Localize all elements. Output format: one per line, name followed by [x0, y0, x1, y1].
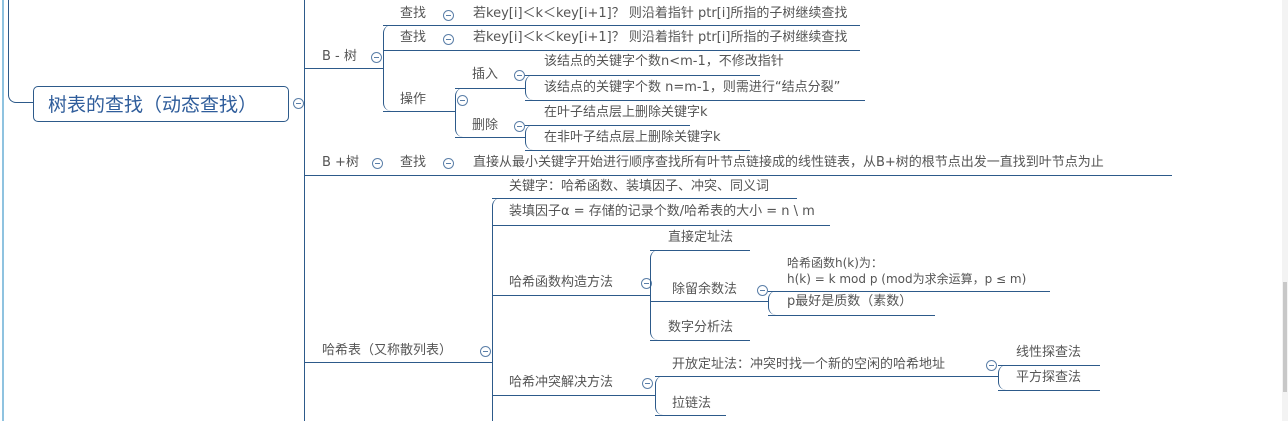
collapse-icon[interactable]	[986, 360, 997, 371]
hash-collision[interactable]: 哈希冲突解决方法	[509, 375, 614, 390]
construct-division[interactable]: 除留余数法	[672, 282, 738, 297]
connector	[650, 250, 750, 251]
connector	[768, 315, 935, 316]
construct-direct[interactable]: 直接定址法	[668, 230, 734, 245]
connector	[304, 68, 384, 69]
connector	[525, 100, 865, 101]
collapse-icon[interactable]	[514, 121, 525, 132]
division-note[interactable]: p最好是质数（素数）	[787, 294, 913, 309]
connector	[492, 198, 501, 421]
btree-operation[interactable]: 操作	[400, 92, 427, 107]
connector	[525, 75, 534, 100]
collapse-icon[interactable]	[757, 285, 768, 296]
connector	[998, 365, 1100, 366]
connector	[492, 225, 830, 226]
open-quadratic-probe[interactable]: 平方探查法	[1016, 370, 1082, 385]
connector	[455, 137, 525, 138]
connector	[768, 291, 777, 315]
construct-digit[interactable]: 数字分析法	[668, 320, 734, 335]
hash-construct[interactable]: 哈希函数构造方法	[509, 275, 614, 290]
connector	[492, 295, 650, 296]
collapse-icon[interactable]	[514, 70, 525, 81]
root-topic[interactable]: 树表的查找（动态查找）	[33, 86, 289, 122]
bplustree-search-detail[interactable]: 直接从最小关键字开始进行顺序查找所有叶节点链接成的线性链表，从B+树的根节点出发…	[473, 155, 1104, 170]
collapse-icon[interactable]	[372, 158, 383, 169]
delete-item[interactable]: 在非叶子结点层上删除关键字k	[544, 130, 721, 145]
connector	[492, 395, 655, 396]
connector	[383, 111, 455, 112]
collision-open[interactable]: 开放定址法：冲突时找一个新的空闲的哈希地址	[672, 357, 946, 372]
connector	[455, 88, 464, 137]
bplustree-search[interactable]: 查找	[400, 155, 427, 170]
collapse-icon[interactable]	[443, 158, 454, 169]
collapse-icon[interactable]	[641, 278, 652, 289]
hash-load-factor[interactable]: 装填因子α = 存储的记录个数/哈希表的大小 = n \ m	[509, 204, 815, 219]
connector	[304, 362, 492, 363]
connector	[383, 50, 860, 51]
connector	[525, 125, 690, 126]
connector	[8, 0, 9, 96]
connector	[650, 301, 768, 302]
bplustree-topic[interactable]: B +树	[322, 155, 359, 170]
btree-search2-detail[interactable]: 若key[i]＜k＜key[i+1]？ 则沿着指针 ptr[i]所指的子树继续查…	[473, 30, 848, 45]
connector	[304, 175, 1172, 176]
connector	[655, 376, 664, 415]
connector	[525, 125, 534, 150]
btree-delete[interactable]: 删除	[472, 118, 499, 133]
connector	[998, 390, 1100, 391]
connector	[8, 88, 21, 103]
main-trunk	[304, 0, 305, 421]
connector	[492, 198, 797, 199]
collapse-icon[interactable]	[371, 52, 382, 63]
collapse-icon[interactable]	[293, 98, 304, 109]
left-border	[2, 0, 4, 421]
delete-item[interactable]: 在叶子结点层上删除关键字k	[544, 105, 708, 120]
btree-insert[interactable]: 插入	[472, 67, 499, 82]
insert-item[interactable]: 该结点的关键字个数n<m-1，不修改指针	[544, 54, 784, 69]
connector	[998, 365, 1007, 390]
open-linear-probe[interactable]: 线性探查法	[1016, 345, 1082, 360]
connector	[655, 415, 726, 416]
btree-search1-detail[interactable]: 若key[i]＜k＜key[i+1]？ 则沿着指针 ptr[i]所指的子树继续查…	[473, 6, 848, 21]
btree-topic[interactable]: B - 树	[322, 49, 357, 64]
collapse-icon[interactable]	[443, 34, 454, 45]
hash-topic[interactable]: 哈希表（又称散列表）	[322, 343, 453, 358]
vertical-scrollbar[interactable]	[1282, 0, 1288, 421]
btree-search2[interactable]: 查找	[400, 30, 427, 45]
hash-keywords[interactable]: 关键字：哈希函数、装填因子、冲突、同义词	[509, 179, 770, 194]
connector	[655, 376, 998, 377]
collision-chain[interactable]: 拉链法	[672, 396, 712, 411]
scrollbar-thumb[interactable]	[1283, 282, 1287, 392]
connector	[650, 250, 659, 340]
division-formula-line2[interactable]: h(k) = k mod p (mod为求余运算，p ≤ m)	[787, 272, 1027, 286]
collapse-icon[interactable]	[480, 346, 491, 357]
btree-search1[interactable]: 查找	[400, 6, 427, 21]
collapse-icon[interactable]	[642, 378, 653, 389]
collapse-icon[interactable]	[443, 10, 454, 21]
insert-item[interactable]: 该结点的关键字个数 n=m-1，则需进行“结点分裂”	[544, 80, 841, 95]
connector	[20, 102, 34, 103]
connector	[383, 25, 392, 111]
connector	[525, 150, 750, 151]
connector	[455, 88, 525, 89]
connector	[768, 291, 1050, 292]
connector	[650, 340, 750, 341]
division-formula-line1[interactable]: 哈希函数h(k)为：	[787, 256, 883, 270]
connector	[525, 75, 760, 76]
connector	[383, 25, 860, 26]
